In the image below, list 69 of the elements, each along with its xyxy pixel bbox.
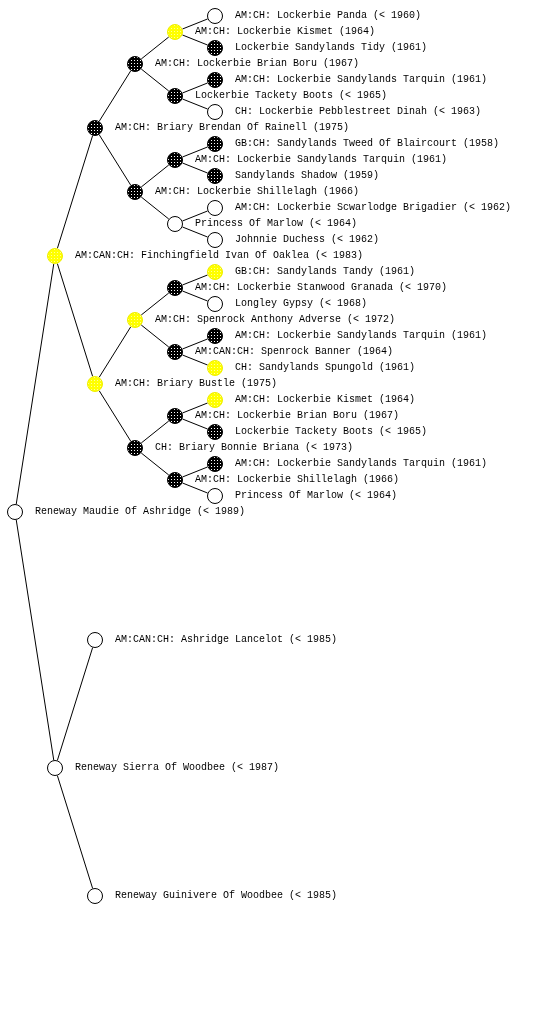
pedigree-line xyxy=(181,210,209,222)
pedigree-line xyxy=(56,135,94,249)
name-label: Sandylands Shadow (1959) xyxy=(235,170,380,182)
name-label: Reneway Maudie Of Ashridge (< 1989) xyxy=(35,506,246,518)
name-label: GB:CH: Sandylands Tandy (1961) xyxy=(235,266,416,278)
name-label: AM:CH: Briary Brendan Of Rainell (1975) xyxy=(115,122,350,134)
name-label: Johnnie Duchess (< 1962) xyxy=(235,234,380,246)
name-label: Lockerbie Sandylands Tidy (1961) xyxy=(235,42,428,54)
name-label: Reneway Sierra Of Woodbee (< 1987) xyxy=(75,762,280,774)
pedigree-line xyxy=(56,647,94,761)
name-label: AM:CH: Lockerbie Kismet (1964) xyxy=(195,26,376,38)
pedigree-line xyxy=(140,196,170,220)
pedigree-line xyxy=(140,452,170,476)
name-label: AM:CH: Lockerbie Brian Boru (1967) xyxy=(155,58,360,70)
pedigree-line xyxy=(98,134,132,186)
pedigree-line xyxy=(140,324,170,348)
name-label: AM:CH: Lockerbie Shillelagh (1966) xyxy=(155,186,360,198)
name-label: AM:CH: Lockerbie Sandylands Tarquin (1961) xyxy=(235,330,488,342)
pedigree-line xyxy=(140,292,170,316)
pedigree-line xyxy=(98,70,132,122)
name-label: CH: Lockerbie Pebblestreet Dinah (< 1963) xyxy=(235,106,482,118)
name-label: CH: Briary Bonnie Briana (< 1973) xyxy=(155,442,354,454)
pedigree-line xyxy=(181,290,209,302)
pedigree-line xyxy=(181,18,209,30)
pedigree-line xyxy=(140,420,170,444)
name-label: Lockerbie Tackety Boots (< 1965) xyxy=(195,90,388,102)
pedigree-line xyxy=(181,146,209,158)
name-label: CH: Sandylands Spungold (1961) xyxy=(235,362,416,374)
pedigree-line xyxy=(181,418,209,430)
pedigree-line xyxy=(15,263,55,505)
name-label: AM:CH: Lockerbie Sandylands Tarquin (1961) xyxy=(195,154,448,166)
pedigree-line xyxy=(98,326,132,378)
name-label: GB:CH: Sandylands Tweed Of Blaircourt (1958) xyxy=(235,138,500,150)
pedigree-line xyxy=(181,82,209,94)
name-label: AM:CH: Spenrock Anthony Adverse (< 1972) xyxy=(155,314,396,326)
name-label: AM:CH: Lockerbie Sandylands Tarquin (1961) xyxy=(235,458,488,470)
name-label: AM:CH: Lockerbie Scwarlodge Brigadier (< 1962) xyxy=(235,202,512,214)
name-label: AM:CH: Lockerbie Sandylands Tarquin (1961) xyxy=(235,74,488,86)
name-label: Reneway Guinivere Of Woodbee (< 1985) xyxy=(115,890,338,902)
name-label: AM:CH: Lockerbie Shillelagh (1966) xyxy=(195,474,400,486)
pedigree-line xyxy=(56,263,94,377)
name-label: Lockerbie Tackety Boots (< 1965) xyxy=(235,426,428,438)
pedigree-line xyxy=(181,466,209,478)
name-label: AM:CAN:CH: Spenrock Banner (1964) xyxy=(195,346,394,358)
pedigree-line xyxy=(140,68,170,92)
pedigree-line xyxy=(140,164,170,188)
name-label: AM:CAN:CH: Ashridge Lancelot (< 1985) xyxy=(115,634,338,646)
pedigree-line xyxy=(181,274,209,286)
pedigree-line xyxy=(181,338,209,350)
pedigree-line xyxy=(181,482,209,494)
name-label: AM:CH: Lockerbie Kismet (1964) xyxy=(235,394,416,406)
name-label: Longley Gypsy (< 1968) xyxy=(235,298,368,310)
name-label: AM:CH: Lockerbie Stanwood Granada (< 1970) xyxy=(195,282,448,294)
pedigree-line xyxy=(181,226,209,238)
pedigree-line xyxy=(98,390,132,442)
name-label: AM:CH: Lockerbie Panda (< 1960) xyxy=(235,10,422,22)
name-label: AM:CAN:CH: Finchingfield Ivan Of Oaklea (< 1983) xyxy=(75,250,364,262)
pedigree-line xyxy=(181,34,209,46)
pedigree-line xyxy=(181,402,209,414)
name-label: AM:CH: Lockerbie Brian Boru (1967) xyxy=(195,410,400,422)
pedigree-line xyxy=(15,519,55,761)
pedigree-line xyxy=(56,775,94,889)
name-label: Princess Of Marlow (< 1964) xyxy=(195,218,358,230)
pedigree-line xyxy=(181,354,209,366)
name-label: Princess Of Marlow (< 1964) xyxy=(235,490,398,502)
pedigree-line xyxy=(140,36,170,60)
pedigree-line xyxy=(181,162,209,174)
pedigree-line xyxy=(181,98,209,110)
name-label: AM:CH: Briary Bustle (1975) xyxy=(115,378,278,390)
